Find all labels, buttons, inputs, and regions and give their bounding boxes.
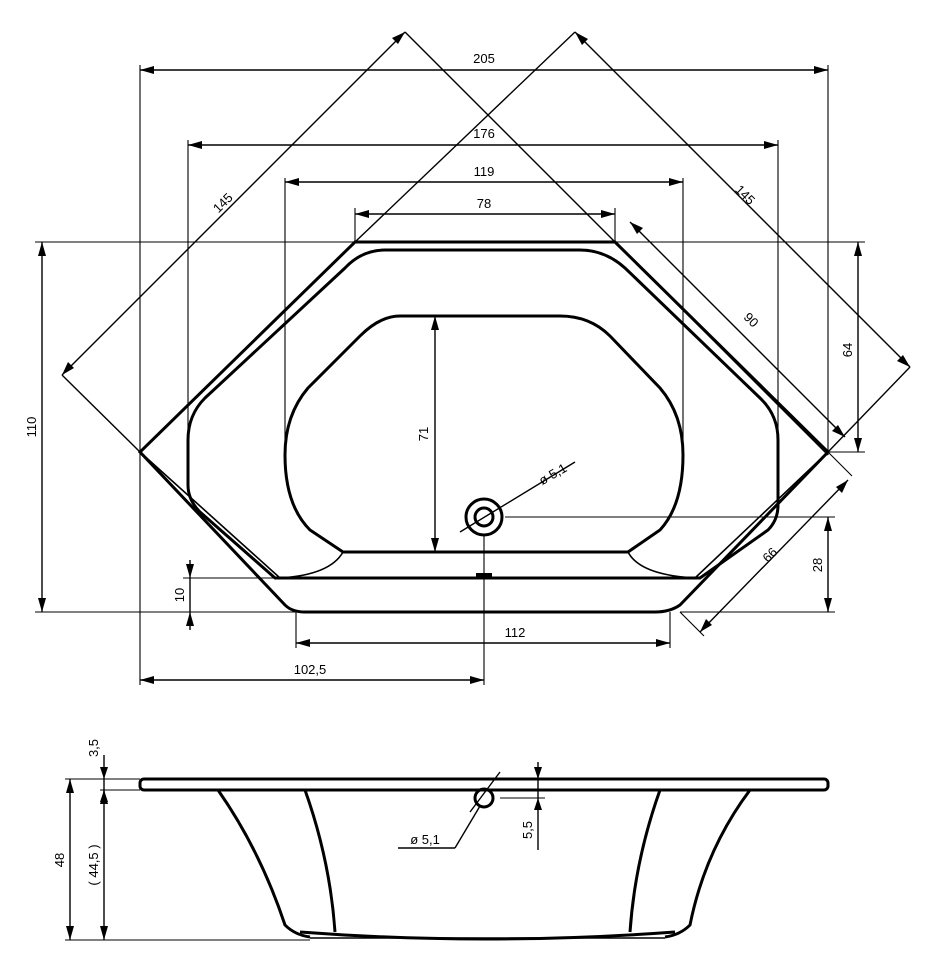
dim-10: 10 [172,588,187,602]
dim-78: 78 [477,196,491,211]
dim-145-right: 145 [732,182,758,208]
top-view: 205 176 119 78 112 102,5 110 71 64 [24,31,911,685]
shell-bottom [299,930,676,941]
dim-205: 205 [473,51,495,66]
shell-right-inner [628,789,662,933]
dim-44-5: ( 44,5 ) [86,844,101,885]
seat-right [627,551,696,579]
dim-90: 90 [741,309,762,330]
dim-71: 71 [416,427,431,441]
dim-176: 176 [473,126,495,141]
shell-left-inner [303,789,337,933]
dim-66: 66 [759,544,780,565]
dim-5-5: 5,5 [520,821,535,839]
left-rim-inner-edge [139,451,281,579]
overflow-side [473,787,495,809]
dim-110: 110 [24,417,39,438]
outer-rim [137,240,831,614]
dim-drain: ø 5,1 [536,460,569,488]
seat-left [279,551,344,579]
inner-rim [186,248,780,580]
drain-inner [473,506,495,528]
dim-28: 28 [810,558,825,572]
dim-112: 112 [505,625,526,640]
shell-left [216,789,311,939]
dim-119: 119 [474,164,495,179]
right-rim-inner-edge [694,451,829,579]
dim-64: 64 [840,343,855,357]
dim-102-5: 102,5 [294,662,327,677]
dim-3-5: 3,5 [86,739,101,757]
dim-145-left: 145 [210,190,236,216]
shell-right [664,789,752,939]
dim-48: 48 [52,853,67,867]
side-view: 3,5 48 ( 44,5 ) 5,5 ø 5,1 [52,739,830,941]
dim-overflow-dia: ø 5,1 [410,832,440,847]
